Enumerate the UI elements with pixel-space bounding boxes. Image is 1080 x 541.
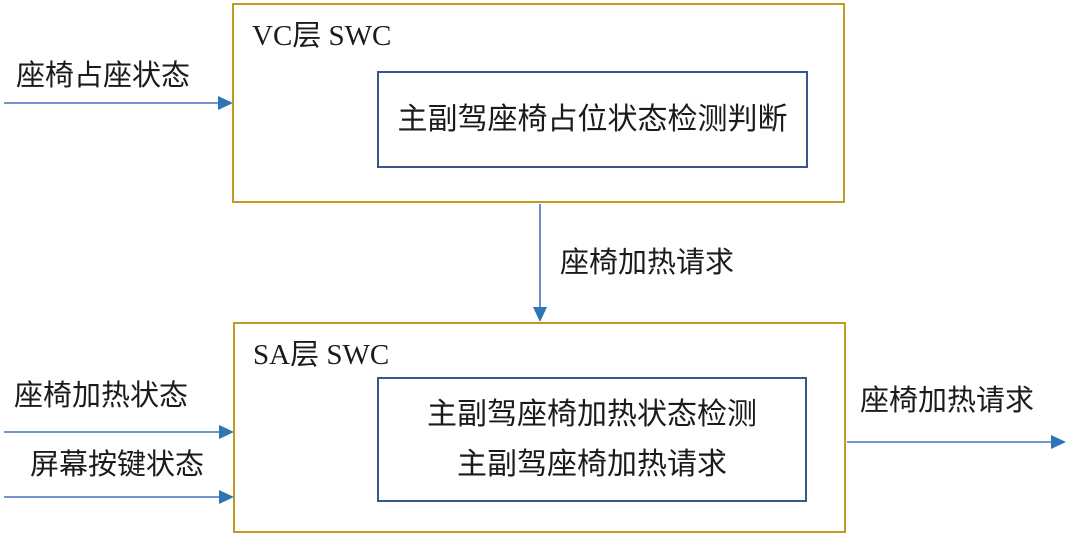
seat-heating-request-out-arrow: [847, 435, 1066, 449]
seat-occupancy-status-label: 座椅占座状态: [16, 60, 191, 92]
vc-swc-title: VC层 SWC: [252, 20, 392, 52]
screen-button-status-label: 屏幕按键状态: [30, 449, 205, 481]
seat-occupancy-arrow: [4, 96, 233, 110]
screen-button-status-arrow: [4, 490, 234, 504]
heating-request-label: 主副驾座椅加热请求: [457, 447, 727, 481]
seat-heating-request-out-label: 座椅加热请求: [860, 385, 1035, 417]
seat-heating-request-mid-arrow: [533, 204, 547, 322]
occupancy-detection-label: 主副驾座椅占位状态检测判断: [397, 102, 788, 136]
sa-swc-title: SA层 SWC: [253, 339, 390, 371]
occupancy-detection-block: 主副驾座椅占位状态检测判断: [377, 71, 808, 168]
seat-heating-status-arrow: [4, 425, 234, 439]
heating-status-detection-label: 主副驾座椅加热状态检测: [427, 397, 757, 431]
seat-heating-status-label: 座椅加热状态: [14, 380, 189, 412]
seat-heating-request-mid-label: 座椅加热请求: [560, 247, 735, 279]
heating-detection-block: 主副驾座椅加热状态检测 主副驾座椅加热请求: [377, 377, 807, 502]
